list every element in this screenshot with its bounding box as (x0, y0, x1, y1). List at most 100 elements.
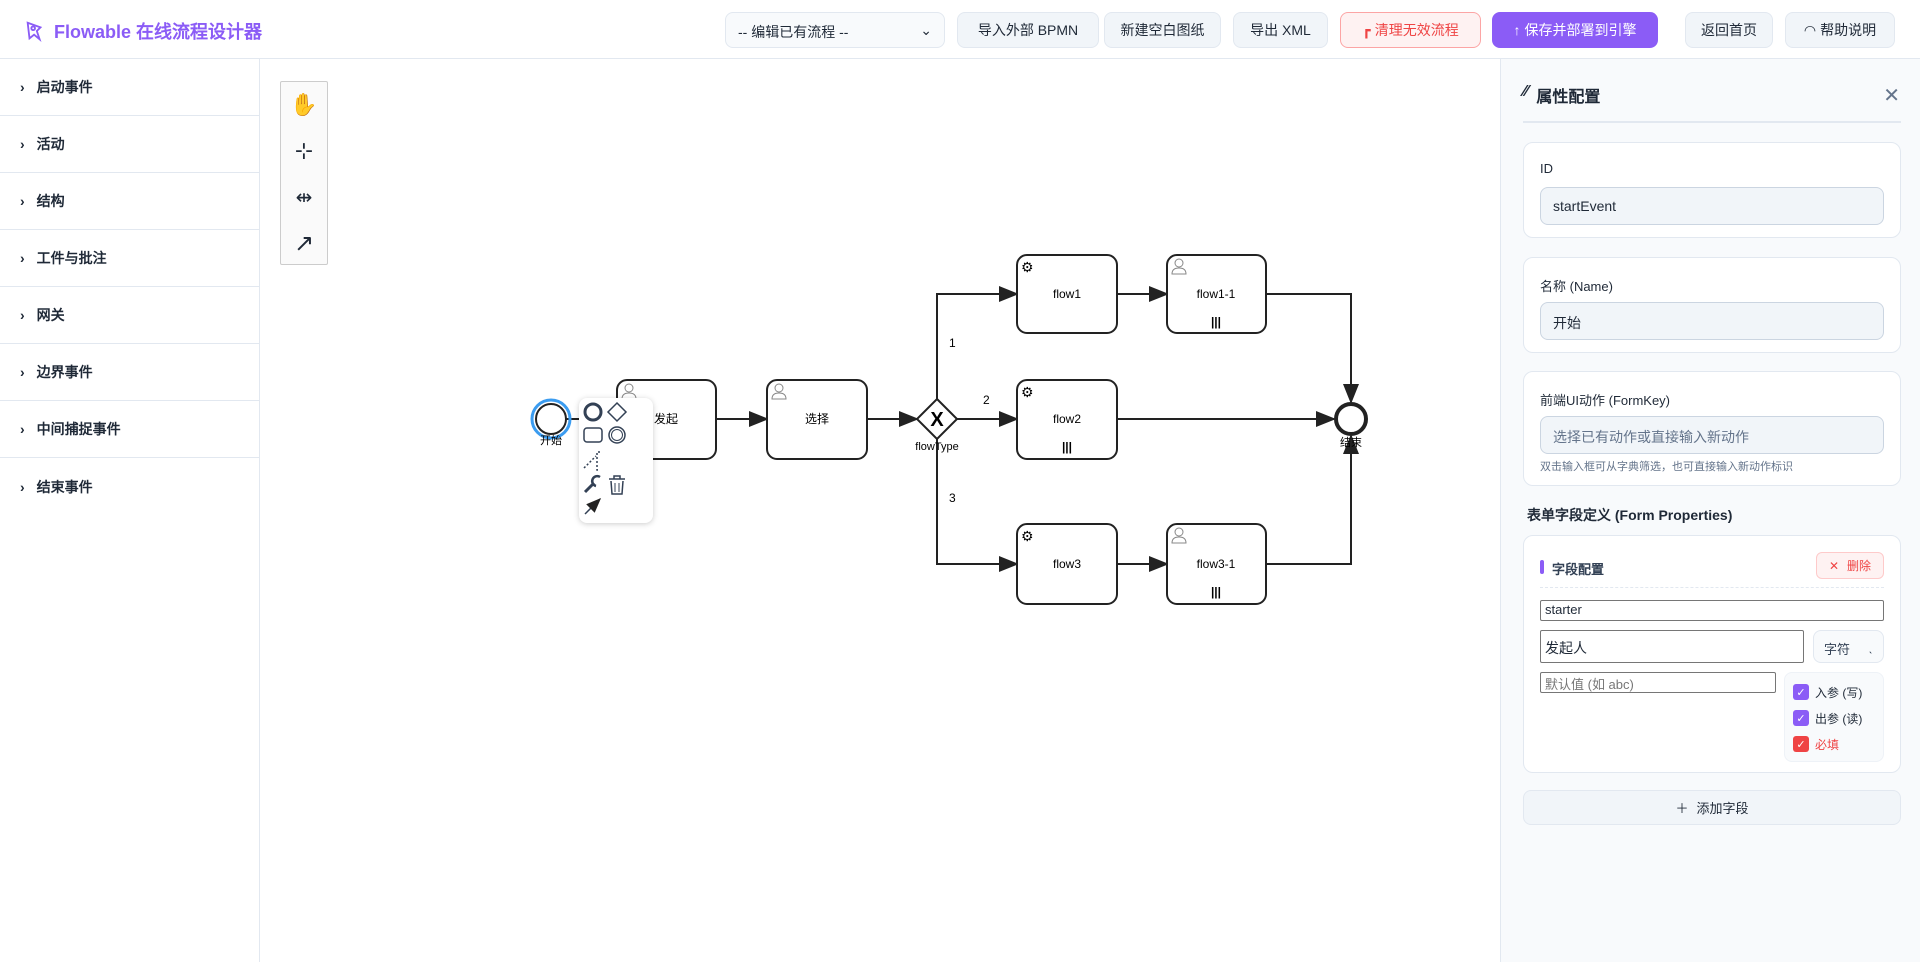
sidebar-item-end-events[interactable]: › 结束事件 (0, 458, 259, 515)
gateway-label: flowType (915, 441, 958, 453)
clean-process-button[interactable]: ┏清理无效流程 (1340, 12, 1481, 48)
user-task-flow1-1[interactable]: flow1-1||| (1166, 254, 1267, 334)
flow-gateway-to-flow1[interactable] (936, 286, 1019, 399)
field-default-input[interactable]: 默认值 (如 abc) (1540, 672, 1776, 693)
start-event[interactable] (535, 403, 567, 435)
service-task-flow1[interactable]: flow1⚙ (1016, 254, 1118, 334)
clean-label: 清理无效流程 (1374, 22, 1459, 38)
export-label: 导出 XML (1250, 22, 1311, 38)
sidebar-item-label: 中间捕捉事件 (36, 421, 121, 437)
task-label: 选择 (805, 412, 829, 426)
append-gateway-icon[interactable] (606, 401, 628, 423)
chevron-right-icon: › (20, 478, 25, 495)
help-button[interactable]: ◠帮助说明 (1785, 12, 1895, 48)
service-task-flow2[interactable]: flow2⚙||| (1016, 379, 1118, 460)
sidebar-item-gateways[interactable]: ›网关 (0, 287, 259, 344)
edit-process-select[interactable]: -- 编辑已有流程 -- ⌄ (725, 12, 945, 48)
global-connect-icon[interactable]: ↗ (293, 229, 315, 257)
end-event[interactable]: 结束 (1334, 402, 1368, 449)
help-icon: ◠ (1803, 21, 1817, 38)
space-tool-icon[interactable]: ⇹ (295, 186, 313, 209)
close-icon[interactable]: ✕ (1883, 85, 1900, 107)
add-field-label: 添加字段 (1696, 801, 1749, 816)
sidebar-item-label: 边界事件 (36, 364, 93, 380)
sidebar-item-activities[interactable]: ›活动 (0, 116, 259, 173)
chevron-down-icon: ˎ (1868, 639, 1873, 654)
append-intermediate-event-icon[interactable] (608, 426, 626, 444)
checkbox-label: 必填 (1815, 737, 1840, 752)
new-diagram-button[interactable]: 新建空白图纸 (1104, 12, 1221, 48)
formkey-input[interactable]: 选择已有动作或直接输入新动作 (1540, 416, 1884, 454)
task-label: flow2 (1053, 412, 1081, 426)
upload-icon: ↑ (1513, 22, 1521, 38)
selection-outline (530, 398, 572, 440)
delete-field-button[interactable]: ✕删除 (1816, 552, 1884, 579)
pen-tool-icon (26, 21, 43, 42)
sidebar-item-label: 启动事件 (36, 79, 93, 95)
sidebar-item-artifacts[interactable]: ›工件与批注 (0, 230, 259, 287)
id-input[interactable]: startEvent (1540, 187, 1884, 225)
trash-icon[interactable] (609, 475, 625, 495)
text-annotation-icon[interactable] (583, 451, 600, 471)
import-label: 导入外部 BPMN (977, 22, 1079, 38)
field-id-input[interactable]: starter (1540, 600, 1884, 621)
export-xml-button[interactable]: 导出 XML (1233, 12, 1328, 48)
broom-icon: ┏ (1362, 21, 1371, 38)
hand-tool-icon[interactable]: ✋ (290, 92, 318, 117)
edit-icon: ⁄⁄ (1523, 83, 1529, 100)
select-value: -- 编辑已有流程 -- (738, 24, 849, 40)
gear-icon: ⚙ (1021, 528, 1034, 544)
formkey-label: 前端UI动作 (FormKey) (1540, 393, 1671, 408)
sidebar-item-label: 活动 (36, 136, 65, 152)
id-label: ID (1540, 161, 1553, 176)
task-label: flow3 (1053, 557, 1081, 571)
flow-flow3-1-to-end[interactable] (1266, 434, 1359, 565)
output-param-checkbox[interactable]: ✓出参 (读) (1793, 705, 1875, 731)
new-label: 新建空白图纸 (1120, 22, 1205, 38)
input-param-checkbox[interactable]: ✓入参 (写) (1793, 679, 1875, 705)
tool-palette: ✋ ⊹ ⇹ ↗ (280, 81, 328, 265)
save-deploy-button[interactable]: ↑保存并部署到引擎 (1492, 12, 1658, 48)
chevron-down-icon: ⌄ (920, 22, 932, 38)
panel-header: ⁄⁄ 属性配置 (1523, 83, 1901, 123)
append-task-icon[interactable] (583, 427, 603, 443)
sidebar-item-label: 工件与批注 (36, 250, 107, 266)
sidebar-item-structure[interactable]: ›结构 (0, 173, 259, 230)
connect-arrow-icon[interactable] (584, 497, 602, 515)
task-select[interactable]: 选择 (766, 379, 868, 460)
chevron-right-icon: › (20, 364, 25, 380)
field-flags: ✓入参 (写) ✓出参 (读) ✓必填 (1784, 672, 1884, 762)
name-input[interactable]: 开始 (1540, 302, 1884, 340)
sidebar-item-start-events[interactable]: ›启动事件 (0, 59, 259, 116)
sidebar-item-boundary-events[interactable]: › 边界事件 (0, 344, 259, 401)
import-bpmn-button[interactable]: 导入外部 BPMN (957, 12, 1099, 48)
home-button[interactable]: 返回首页 (1685, 12, 1773, 48)
flow-gateway-to-flow3[interactable] (936, 439, 1019, 572)
home-label: 返回首页 (1701, 22, 1757, 38)
wrench-icon[interactable] (583, 474, 601, 494)
flow-flow1-1-to-end[interactable] (1266, 293, 1359, 404)
field-type-select[interactable]: 字符 ˎ (1813, 630, 1884, 663)
required-checkbox[interactable]: ✓必填 (1793, 731, 1875, 757)
end-event-label: 结束 (1340, 436, 1362, 449)
service-task-flow3[interactable]: flow3 ⚙ (1016, 523, 1118, 605)
sidebar-item-intermediate-events[interactable]: ›中间捕捉事件 (0, 401, 259, 458)
multi-instance-icon: ||| (1211, 315, 1221, 329)
edge-label-1: 1 (949, 336, 956, 350)
checkbox-label: 入参 (写) (1815, 685, 1863, 700)
field-name-input[interactable]: 发起人 (1540, 630, 1804, 663)
append-end-event-icon[interactable] (583, 402, 603, 422)
user-task-flow3-1[interactable]: flow3-1||| (1166, 523, 1267, 605)
multi-instance-icon: ||| (1211, 585, 1221, 599)
sidebar-item-label: 结束事件 (36, 478, 93, 495)
lasso-tool-icon[interactable]: ⊹ (294, 138, 314, 163)
type-value: 字符 (1824, 642, 1851, 657)
add-field-button[interactable]: ＋添加字段 (1523, 790, 1901, 825)
panel-title: 属性配置 (1536, 89, 1601, 106)
header: Flowable 在线流程设计器 -- 编辑已有流程 --⌄ 导入外部 BPMN… (0, 0, 1920, 59)
chevron-right-icon: › (20, 193, 25, 209)
id-card: ID startEvent (1523, 142, 1901, 238)
form-properties-heading: 表单字段定义 (Form Properties) (1527, 507, 1733, 523)
